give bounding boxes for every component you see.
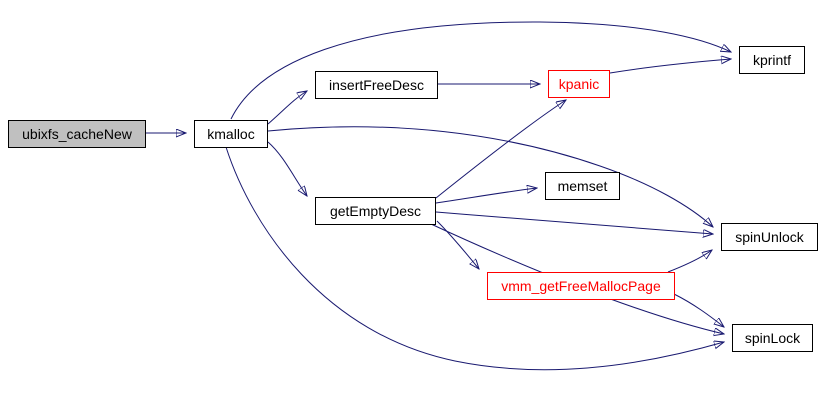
edge-getEmptyDesc-vmm_getFreeMallocPage (436, 220, 479, 269)
node-kpanic[interactable]: kpanic (548, 70, 610, 98)
node-kprintf[interactable]: kprintf (739, 46, 805, 74)
node-insertFreeDesc[interactable]: insertFreeDesc (315, 71, 438, 99)
edge-kpanic-kprintf (609, 59, 731, 74)
edge-kmalloc-getEmptyDesc (267, 141, 307, 196)
node-spinLock[interactable]: spinLock (732, 324, 813, 352)
edge-kmalloc-spinLock (225, 146, 724, 371)
node-kmalloc[interactable]: kmalloc (194, 120, 268, 148)
node-ubixfs_cacheNew: ubixfs_cacheNew (8, 120, 146, 148)
edge-kmalloc-kprintf (230, 21, 731, 120)
edge-kmalloc-insertFreeDesc (267, 91, 307, 125)
node-vmm_getFreeMallocPage[interactable]: vmm_getFreeMallocPage (487, 272, 675, 300)
node-memset[interactable]: memset (545, 172, 620, 200)
edge-getEmptyDesc-memset (435, 188, 537, 204)
node-spinUnlock[interactable]: spinUnlock (721, 223, 818, 251)
edge-kmalloc-spinUnlock (267, 126, 713, 227)
node-getEmptyDesc[interactable]: getEmptyDesc (315, 197, 436, 225)
edge-vmm_getFreeMallocPage-spinLock (673, 293, 724, 327)
edge-getEmptyDesc-kpanic (435, 100, 566, 199)
edge-vmm_getFreeMallocPage-spinUnlock (667, 250, 712, 273)
edge-getEmptyDesc-spinUnlock (435, 211, 713, 234)
